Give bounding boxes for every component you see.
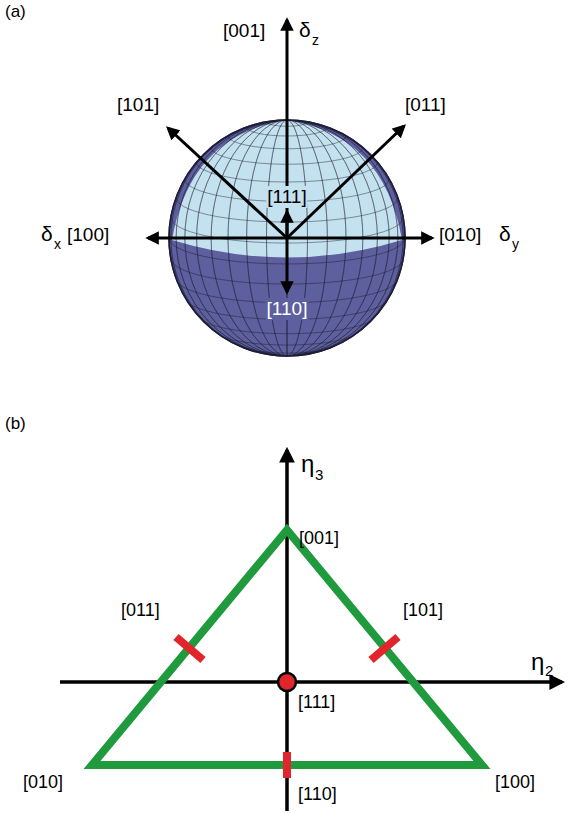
mark-101 <box>371 637 398 660</box>
arrow-101 <box>168 128 287 238</box>
axis-symbol: δ <box>498 222 512 246</box>
axis-symbol: δ <box>298 18 312 42</box>
mark-110 <box>283 752 291 778</box>
mark-111 <box>278 673 296 691</box>
direction-label: [110] <box>297 784 338 805</box>
arrow-011 <box>287 126 404 238</box>
direction-label: [111] <box>297 692 336 713</box>
axis-subscript: 2 <box>544 662 554 679</box>
direction-label: [101] <box>116 94 160 116</box>
latitude-line <box>185 297 389 319</box>
direction-label: [010] <box>438 224 482 246</box>
direction-arrows <box>148 20 432 292</box>
axis-subscript: z <box>311 32 320 48</box>
arrow-110 <box>286 238 289 292</box>
eta2-axis <box>60 680 562 684</box>
direction-label: [001] <box>222 20 266 42</box>
axis-subscript: x <box>53 236 62 252</box>
axis-symbol: δ <box>40 222 54 246</box>
panel-letter: (b) <box>4 414 27 434</box>
direction-label: [011] <box>404 94 447 116</box>
direction-label: [010] <box>22 772 64 793</box>
arrow-111 <box>286 212 289 238</box>
eta3-axis <box>285 450 289 811</box>
direction-label: [100] <box>494 772 536 793</box>
mark-011 <box>176 637 203 660</box>
arrow-100 <box>148 237 287 240</box>
axis-subscript: 3 <box>314 466 324 483</box>
direction-label: [100] <box>66 224 110 246</box>
direction-label: [101] <box>402 600 444 621</box>
direction-label: [001] <box>298 528 340 549</box>
direction-label: [110] <box>266 298 309 320</box>
axis-symbol: η <box>300 450 315 478</box>
triangle <box>92 530 482 765</box>
panel-letter: (a) <box>4 2 27 22</box>
midpoint-marks <box>176 637 398 778</box>
axis-subscript: y <box>511 236 520 252</box>
eta-axes <box>60 450 562 811</box>
arrow-010 <box>287 237 432 240</box>
axis-symbol: η <box>530 648 545 676</box>
direction-label: [111] <box>266 186 307 208</box>
direction-label: [011] <box>120 600 161 621</box>
